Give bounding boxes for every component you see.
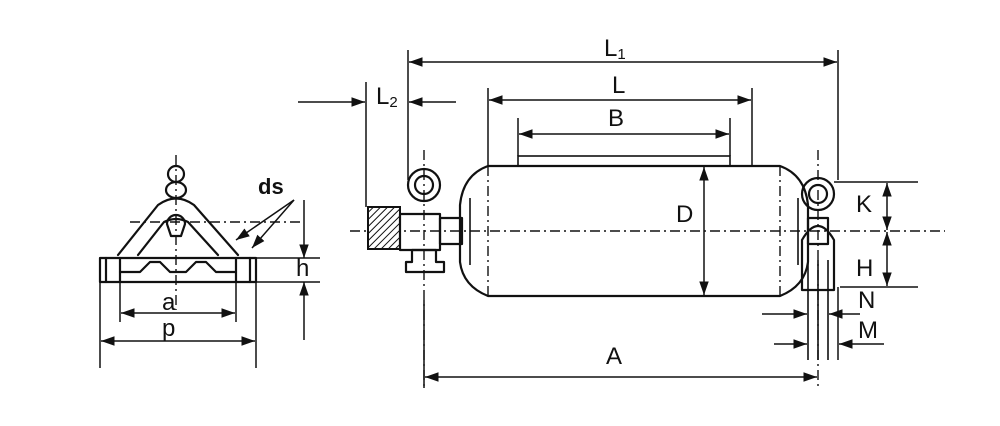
right-bracket (800, 224, 836, 292)
label-a: a (162, 289, 176, 316)
base-ribs (104, 256, 252, 284)
drum-face-band (517, 155, 731, 167)
label-p: p (162, 315, 175, 342)
top-lug-1 (166, 164, 186, 184)
label-K: K (856, 191, 872, 218)
top-lug-2 (164, 180, 188, 200)
label-B: B (608, 105, 624, 132)
label-h: h (296, 255, 309, 282)
label-ds: ds (258, 174, 284, 199)
bracket-inner (136, 217, 220, 257)
left-foot (404, 248, 446, 274)
label-H: H (856, 255, 873, 282)
base-plate (98, 256, 258, 284)
label-L: L (612, 72, 625, 99)
label-A: A (606, 343, 622, 370)
front-view: L1 L B L2 D K H N (298, 35, 945, 390)
left-bearing-block (398, 212, 442, 252)
bracket-frame (116, 197, 240, 257)
base-profile (118, 260, 238, 274)
ds-leader-2 (251, 199, 295, 249)
drum-shoulders (469, 198, 799, 265)
end-view: h ds a p (98, 155, 320, 368)
label-M: M (858, 317, 878, 344)
label-N: N (858, 287, 875, 314)
left-hub-hatched (367, 206, 401, 250)
label-L2: L2 (376, 83, 398, 111)
label-D: D (676, 201, 693, 228)
label-L1: L1 (604, 35, 626, 63)
axle-slot (165, 213, 187, 238)
left-mount-ring (406, 167, 442, 203)
ds-leader-1 (235, 199, 295, 241)
drum-end-lines (487, 166, 781, 296)
